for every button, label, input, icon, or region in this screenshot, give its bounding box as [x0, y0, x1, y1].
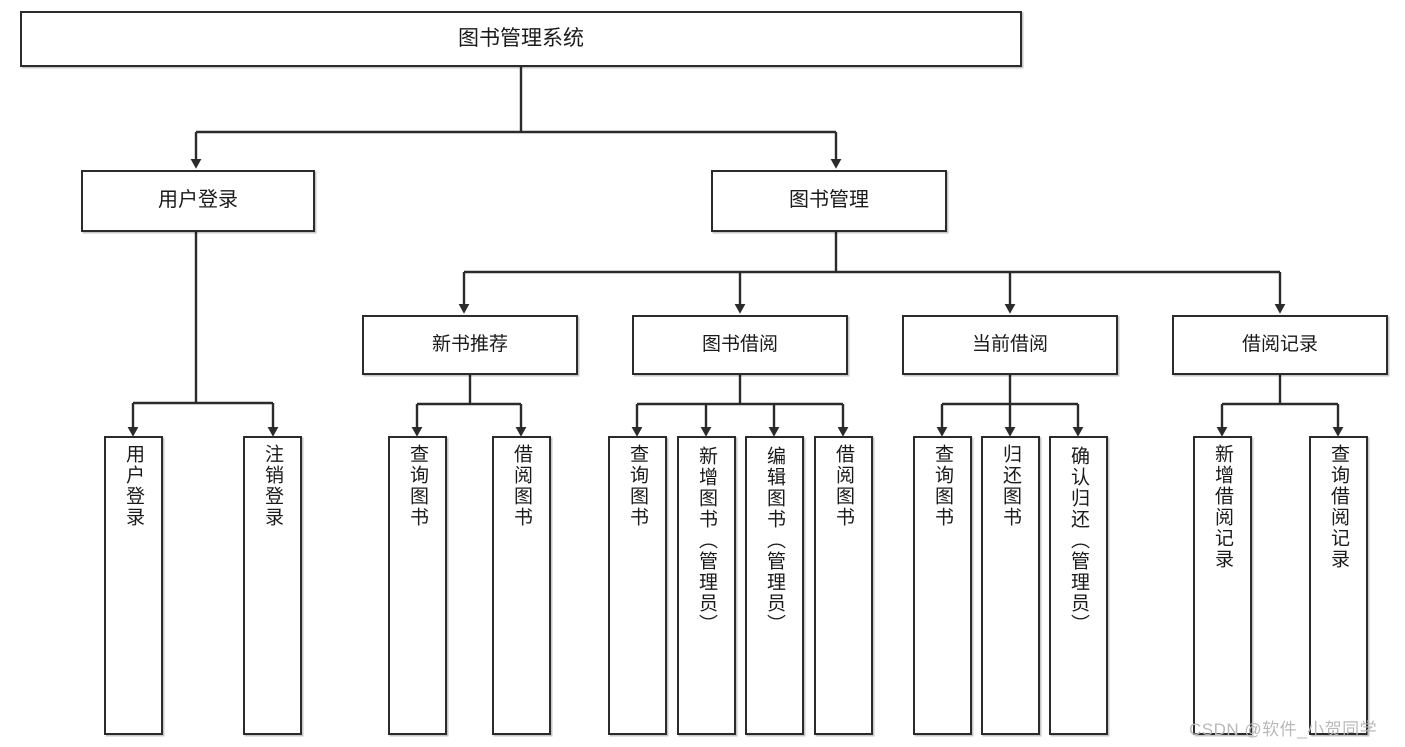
leaf-current-borrow-query-label: 查询图书	[932, 444, 953, 528]
leaf-user-login-login[interactable]: 用户登录	[104, 436, 163, 735]
leaf-user-login-login-label: 用户登录	[123, 444, 144, 528]
leaf-borrow-record-add[interactable]: 新增借阅记录	[1193, 436, 1252, 735]
csdn-watermark: CSDN @软件_小贺同学	[1189, 720, 1378, 739]
node-borrow-record-label: 借阅记录	[1241, 333, 1318, 355]
node-user-login-label: 用户登录	[158, 189, 238, 212]
leaf-current-borrow-confirm-label: 确认归还（管理员）	[1068, 446, 1089, 635]
node-root-system-label: 图书管理系统	[458, 26, 584, 50]
leaf-current-borrow-query[interactable]: 查询图书	[913, 436, 972, 735]
leaf-new-book-borrow-label: 借阅图书	[511, 444, 532, 528]
leaf-book-borrow-add[interactable]: 新增图书（管理员）	[677, 436, 736, 735]
leaf-book-borrow-query[interactable]: 查询图书	[608, 436, 667, 735]
leaf-current-borrow-return[interactable]: 归还图书	[981, 436, 1040, 735]
leaf-new-book-borrow[interactable]: 借阅图书	[492, 436, 551, 735]
leaf-user-login-logout[interactable]: 注销登录	[243, 436, 302, 735]
leaf-book-borrow-borrow[interactable]: 借阅图书	[814, 436, 873, 735]
leaf-book-borrow-borrow-label: 借阅图书	[833, 444, 854, 528]
leaf-new-book-query[interactable]: 查询图书	[388, 436, 447, 735]
node-current-borrow[interactable]: 当前借阅	[902, 315, 1118, 375]
node-book-management-label: 图书管理	[789, 189, 869, 212]
node-book-borrow[interactable]: 图书借阅	[632, 315, 848, 375]
node-book-management[interactable]: 图书管理	[711, 170, 947, 232]
leaf-book-borrow-query-label: 查询图书	[627, 444, 648, 528]
node-new-book-recommend[interactable]: 新书推荐	[362, 315, 578, 375]
leaf-borrow-record-query-label: 查询借阅记录	[1328, 444, 1349, 570]
leaf-borrow-record-add-label: 新增借阅记录	[1212, 444, 1233, 570]
node-book-borrow-label: 图书借阅	[701, 333, 778, 355]
node-root-system[interactable]: 图书管理系统	[20, 11, 1022, 67]
leaf-current-borrow-confirm[interactable]: 确认归还（管理员）	[1049, 436, 1108, 735]
node-current-borrow-label: 当前借阅	[971, 333, 1048, 355]
leaf-book-borrow-edit[interactable]: 编辑图书（管理员）	[745, 436, 804, 735]
leaf-book-borrow-edit-label: 编辑图书（管理员）	[764, 446, 785, 635]
leaf-user-login-logout-label: 注销登录	[262, 444, 283, 528]
leaf-book-borrow-add-label: 新增图书（管理员）	[696, 446, 717, 635]
leaf-borrow-record-query[interactable]: 查询借阅记录	[1309, 436, 1368, 735]
node-borrow-record[interactable]: 借阅记录	[1172, 315, 1388, 375]
node-new-book-recommend-label: 新书推荐	[431, 333, 508, 355]
node-user-login[interactable]: 用户登录	[81, 170, 315, 232]
leaf-new-book-query-label: 查询图书	[407, 444, 428, 528]
leaf-current-borrow-return-label: 归还图书	[1000, 444, 1021, 528]
